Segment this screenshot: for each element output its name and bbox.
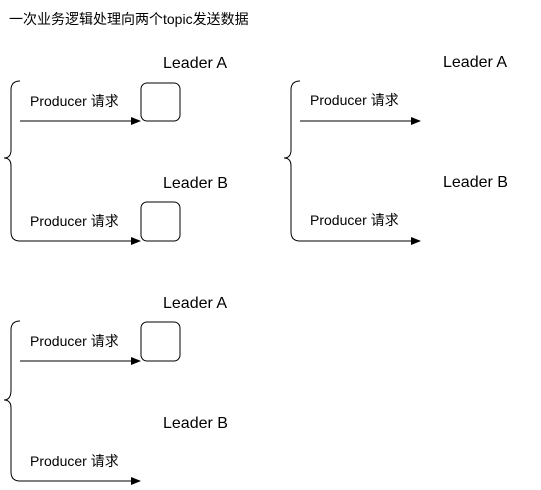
producer-request-label: Producer 请求 <box>30 93 119 109</box>
producer-request-label: Producer 请求 <box>310 92 399 108</box>
producer-request-label: Producer 请求 <box>30 333 119 349</box>
brace <box>3 320 21 482</box>
leader-a-label: Leader A <box>443 54 507 71</box>
leader-b-box <box>140 201 181 242</box>
leader-a-box <box>140 321 181 362</box>
leader-a-label: Leader A <box>163 295 227 312</box>
brace <box>3 80 21 242</box>
leader-b-label: Leader B <box>163 175 228 192</box>
panel-bottom-left: Leader A Producer 请求 Leader B Producer 请… <box>3 295 228 485</box>
leader-b-label: Leader B <box>443 174 508 191</box>
brace <box>283 80 301 242</box>
leader-b-label: Leader B <box>163 415 228 432</box>
leader-a-label: Leader A <box>163 55 227 72</box>
panel-top-left: Leader A Producer 请求 Leader B Producer 请… <box>3 55 228 245</box>
diagram-title: 一次业务逻辑处理向两个topic发送数据 <box>9 11 249 27</box>
leader-a-box <box>140 82 181 122</box>
producer-request-label: Producer 请求 <box>30 453 119 469</box>
producer-request-label: Producer 请求 <box>30 213 119 229</box>
producer-request-label: Producer 请求 <box>310 212 399 228</box>
panel-top-right: Leader A Producer 请求 Leader B Producer 请… <box>283 54 508 245</box>
